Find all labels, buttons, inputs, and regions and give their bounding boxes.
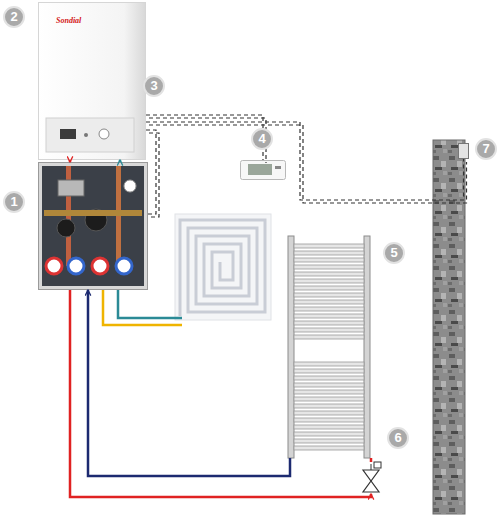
mixing-valve: [58, 180, 84, 196]
radiator-bar: [294, 328, 364, 332]
display-screen: [60, 129, 76, 139]
callout-number: 3: [143, 75, 165, 97]
pump: [57, 219, 75, 237]
hydraulic-module-art: [38, 162, 148, 290]
callout-number: 4: [251, 128, 273, 150]
boiler-unit: 2Sondial: [38, 2, 146, 160]
gauge: [68, 258, 84, 274]
thermostat-body: [241, 161, 286, 180]
radiator-bar: [294, 307, 364, 311]
stone-wall: [433, 140, 465, 514]
control-button: [84, 133, 88, 137]
outdoor-sensor-art: [458, 143, 469, 159]
callout-number: 5: [383, 242, 405, 264]
radiator-bar: [294, 286, 364, 290]
room-thermostat: 4: [240, 160, 286, 180]
floor-flow-pipe: [103, 290, 182, 325]
gauge: [46, 258, 62, 274]
valve-actuator: [374, 462, 381, 468]
radiator-bar: [294, 335, 364, 339]
boiler-casing: [39, 3, 146, 160]
pipe-line: [119, 160, 122, 162]
callout-number: 7: [475, 138, 497, 160]
cable-line: [146, 130, 156, 214]
valve-stem: [371, 464, 372, 470]
pipe-line: [370, 458, 373, 462]
callout-number: 2: [3, 6, 25, 28]
control-panel: [46, 118, 134, 152]
radiator-bar: [294, 425, 364, 429]
module-interior: [42, 166, 144, 286]
towel-radiator: 5: [286, 236, 372, 458]
cable-line: [149, 133, 159, 217]
radiator-bar: [294, 362, 364, 366]
radiator-bar: [294, 300, 364, 304]
brand-logo: Sondial: [56, 16, 81, 25]
floor-heating-coil: [180, 220, 265, 316]
cable-line: [146, 115, 263, 160]
radiator-bar: [294, 265, 364, 269]
floor-heating-frame: [175, 214, 271, 320]
water-pipe: [120, 160, 121, 162]
signal-cable: [146, 130, 159, 217]
radiator-bar: [294, 321, 364, 325]
radiator-bar: [294, 369, 364, 373]
cable-line: [146, 122, 464, 200]
gauge: [92, 258, 108, 274]
radiator-bar: [294, 404, 364, 408]
towel-radiator-art: [286, 236, 372, 458]
cable-line: [149, 125, 467, 203]
radiator-bar: [294, 258, 364, 262]
room-thermostat-art: [240, 160, 286, 180]
water-pipe: [88, 290, 290, 476]
radiator-bar: [294, 279, 364, 283]
manifold: [44, 210, 142, 216]
module-casing: [39, 163, 148, 290]
pipe-line: [70, 290, 371, 497]
boiler-unit-art: [38, 2, 146, 160]
radiator-bar: [294, 376, 364, 380]
gauge: [116, 258, 132, 274]
zone-valve: 6: [360, 462, 382, 494]
radiator-bar: [294, 411, 364, 415]
radiator-bar: [294, 314, 364, 318]
thermostat-button: [275, 166, 281, 169]
signal-cable: [146, 115, 266, 163]
water-pipe: [70, 160, 71, 162]
radiator-bar: [294, 390, 364, 394]
radiator-bar: [294, 383, 364, 387]
callout-number: 1: [3, 191, 25, 213]
water-pipe: [70, 290, 371, 497]
floor-return-pipe: [118, 290, 182, 318]
radiator-bar: [294, 293, 364, 297]
thermostat-screen: [248, 164, 272, 175]
outdoor-sensor: 7: [458, 143, 469, 159]
sensor-body: [459, 144, 469, 159]
signal-cable: [146, 122, 467, 203]
water-pipe: [371, 458, 372, 462]
radiator-bar: [294, 244, 364, 248]
radiator-bar: [294, 439, 364, 443]
radiator-rail: [288, 236, 294, 458]
cable-line: [149, 118, 266, 163]
valve-body: [363, 470, 379, 492]
control-knob: [99, 129, 109, 139]
radiator-bar: [294, 397, 364, 401]
radiator-bar: [294, 272, 364, 276]
zone-valve-art: [360, 462, 382, 494]
hydraulic-module: 1: [38, 162, 148, 290]
radiator-bar: [294, 251, 364, 255]
pipe-line: [69, 160, 72, 162]
pressure-gauge: [124, 180, 136, 192]
pipe-line: [88, 290, 290, 476]
radiator-bar: [294, 432, 364, 436]
radiator-rail: [364, 236, 370, 458]
radiator-bar: [294, 446, 364, 450]
radiator-bar: [294, 418, 364, 422]
callout-number: 6: [387, 427, 409, 449]
